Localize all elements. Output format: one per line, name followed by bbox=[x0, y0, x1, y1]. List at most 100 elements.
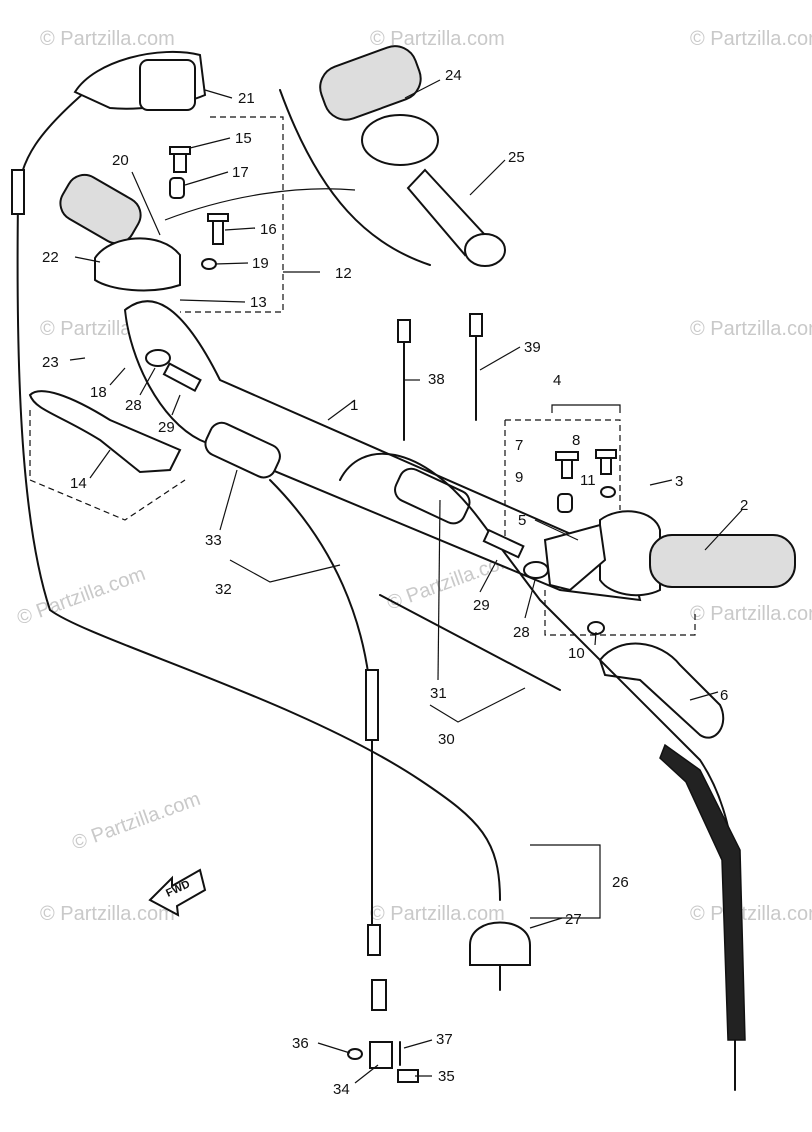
leader-18 bbox=[109, 367, 126, 386]
callout-21: 21 bbox=[238, 90, 255, 107]
callout-35: 35 bbox=[438, 1068, 455, 1085]
watermark-text: © Partzilla.com bbox=[690, 318, 812, 340]
leader-5 bbox=[534, 519, 579, 541]
clutch-cable-end bbox=[367, 924, 381, 956]
washer-11 bbox=[600, 486, 616, 498]
callout-4: 4 bbox=[553, 372, 561, 389]
callout-17: 17 bbox=[232, 164, 249, 181]
leader-10 bbox=[594, 631, 597, 646]
cable-adjuster bbox=[11, 169, 25, 215]
throttle-body bbox=[139, 59, 196, 111]
cable-boot-31-body bbox=[394, 467, 471, 525]
leader-17 bbox=[184, 171, 229, 186]
handlebar bbox=[123, 300, 642, 602]
callout-30: 30 bbox=[438, 731, 455, 748]
cable-boot-33 bbox=[204, 421, 281, 479]
leader-20 bbox=[131, 171, 161, 236]
adjuster-nut-left bbox=[145, 349, 171, 367]
callout-7: 7 bbox=[515, 437, 523, 454]
callout-15: 15 bbox=[235, 130, 252, 147]
group-box-lower bbox=[544, 590, 696, 636]
callout-29-left: 29 bbox=[158, 419, 175, 436]
leader-28-right bbox=[524, 579, 536, 619]
grip-outline-curve bbox=[279, 89, 431, 266]
leader-13 bbox=[179, 299, 246, 303]
callout-11: 11 bbox=[580, 472, 596, 489]
leader-19 bbox=[214, 262, 249, 265]
callout-19: 19 bbox=[252, 255, 269, 272]
callout-18: 18 bbox=[90, 384, 107, 401]
leader-3 bbox=[649, 479, 673, 486]
watermark-text: © Partzilla.com bbox=[69, 788, 203, 855]
grip-flange bbox=[361, 114, 439, 166]
leader-22 bbox=[74, 256, 101, 263]
right-lever bbox=[598, 642, 725, 739]
left-lever bbox=[28, 390, 182, 474]
collar-9 bbox=[557, 493, 573, 513]
callout-31: 31 bbox=[430, 685, 447, 702]
callout-27: 27 bbox=[565, 911, 582, 928]
leader-36 bbox=[317, 1042, 351, 1054]
tie-38-head bbox=[397, 319, 411, 343]
leader-24 bbox=[404, 79, 441, 99]
tie-39-head bbox=[469, 313, 483, 337]
callout-28-right: 28 bbox=[513, 624, 530, 641]
callout-36: 36 bbox=[292, 1035, 309, 1052]
right-grip bbox=[649, 534, 796, 588]
leader-37 bbox=[403, 1039, 433, 1049]
right-switch-housing bbox=[599, 510, 661, 597]
callout-39: 39 bbox=[524, 339, 541, 356]
leader-16 bbox=[224, 227, 256, 231]
leader-23 bbox=[69, 357, 86, 361]
left-grip-assembly bbox=[59, 173, 142, 245]
adjuster-nut-right bbox=[523, 561, 549, 579]
callout-9: 9 bbox=[515, 469, 523, 486]
leader-14 bbox=[89, 449, 111, 479]
leader-31 bbox=[437, 499, 441, 681]
washer-36 bbox=[347, 1048, 363, 1060]
callout-37: 37 bbox=[436, 1031, 453, 1048]
throttle-sleeve-end bbox=[464, 233, 506, 267]
callout-12: 12 bbox=[335, 265, 352, 282]
callout-26: 26 bbox=[612, 874, 629, 891]
callout-16: 16 bbox=[260, 221, 277, 238]
callout-1: 1 bbox=[350, 397, 358, 414]
bolt-8-head bbox=[595, 449, 617, 459]
grip-24-body bbox=[319, 45, 422, 121]
grip-24 bbox=[319, 45, 422, 121]
leader-29-left bbox=[171, 394, 181, 416]
watermark-text: © Partzilla.com bbox=[690, 603, 812, 625]
leader-30 bbox=[429, 687, 526, 723]
callout-3: 3 bbox=[675, 473, 683, 490]
watermark-text: © Partzilla.com bbox=[14, 563, 148, 630]
leader-27 bbox=[529, 917, 563, 929]
leader-33 bbox=[219, 469, 238, 531]
group-box-14 bbox=[29, 410, 186, 521]
group-box-4 bbox=[505, 419, 621, 510]
leader-21 bbox=[204, 89, 233, 99]
decomp-boot bbox=[469, 921, 531, 966]
leader-1 bbox=[327, 399, 356, 421]
watermark-text: © Partzilla.com bbox=[690, 28, 812, 50]
watermark-text: © Partzilla.com bbox=[370, 903, 505, 925]
watermark-text: © Partzilla.com bbox=[690, 903, 812, 925]
callout-8: 8 bbox=[572, 432, 580, 449]
watermark-text: © Partzilla.com bbox=[370, 28, 505, 50]
leader-39 bbox=[479, 346, 521, 371]
cable-boot-31 bbox=[394, 467, 471, 525]
callout-5: 5 bbox=[518, 512, 526, 529]
bolt-7-head bbox=[555, 451, 579, 461]
lever-bracket bbox=[543, 523, 607, 592]
left-grip bbox=[59, 173, 142, 245]
adjuster-left bbox=[162, 362, 202, 393]
callout-29-right: 29 bbox=[473, 597, 490, 614]
callout-numbers: 1 2 3 4 5 6 7 8 9 10 11 12 13 14 15 16 1… bbox=[42, 67, 748, 1098]
bracket-4 bbox=[551, 404, 621, 413]
leader-29-right bbox=[479, 559, 498, 593]
watermark-text: © Partzilla.com bbox=[40, 903, 175, 925]
callout-34: 34 bbox=[333, 1081, 350, 1098]
group-box-12 bbox=[180, 116, 284, 313]
callout-23: 23 bbox=[42, 354, 59, 371]
